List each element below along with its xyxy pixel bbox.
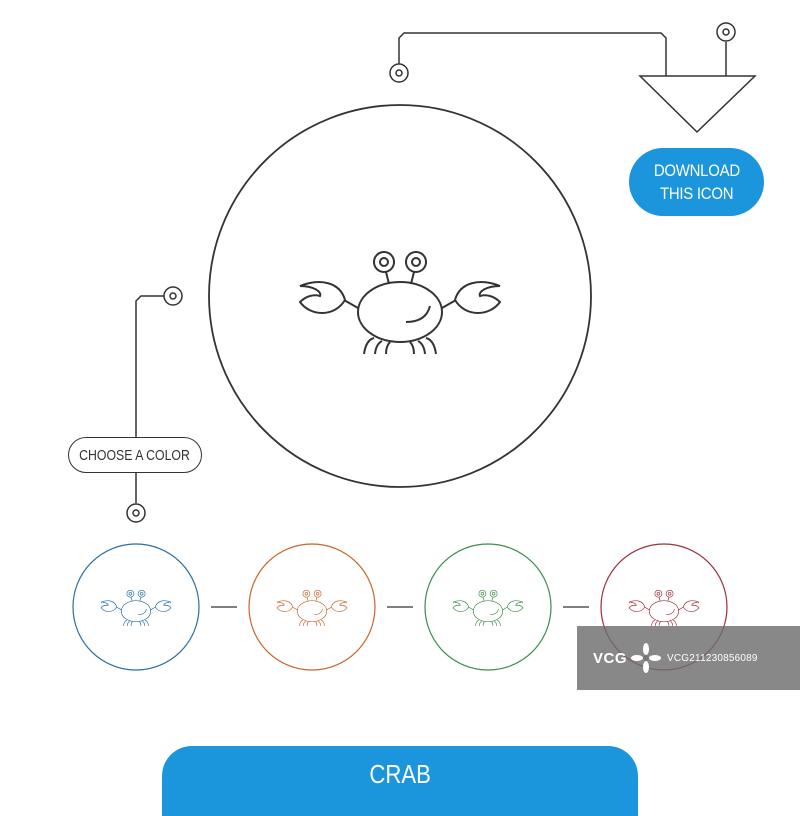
crab-icon (299, 251, 501, 355)
main-icon-circle (208, 104, 592, 488)
watermark: VCG VCG211230856089 (577, 626, 800, 690)
download-button-line1: DOWNLOAD (653, 161, 740, 180)
download-button-line2: THIS ICON (659, 184, 734, 203)
choose-color-button[interactable]: CHOOSE A COLOR (68, 437, 202, 473)
choose-color-label: CHOOSE A COLOR (79, 446, 191, 464)
watermark-id: VCG211230856089 (667, 652, 758, 664)
watermark-logo-icon (631, 643, 662, 673)
watermark-brand: VCG (593, 649, 628, 667)
color-option-orange[interactable] (249, 544, 375, 670)
title-bar: CRAB (162, 746, 638, 816)
title-label: CRAB (369, 759, 431, 789)
color-option-blue[interactable] (73, 544, 199, 670)
download-button[interactable]: DOWNLOAD THIS ICON (629, 148, 764, 216)
color-option-green[interactable] (425, 544, 551, 670)
